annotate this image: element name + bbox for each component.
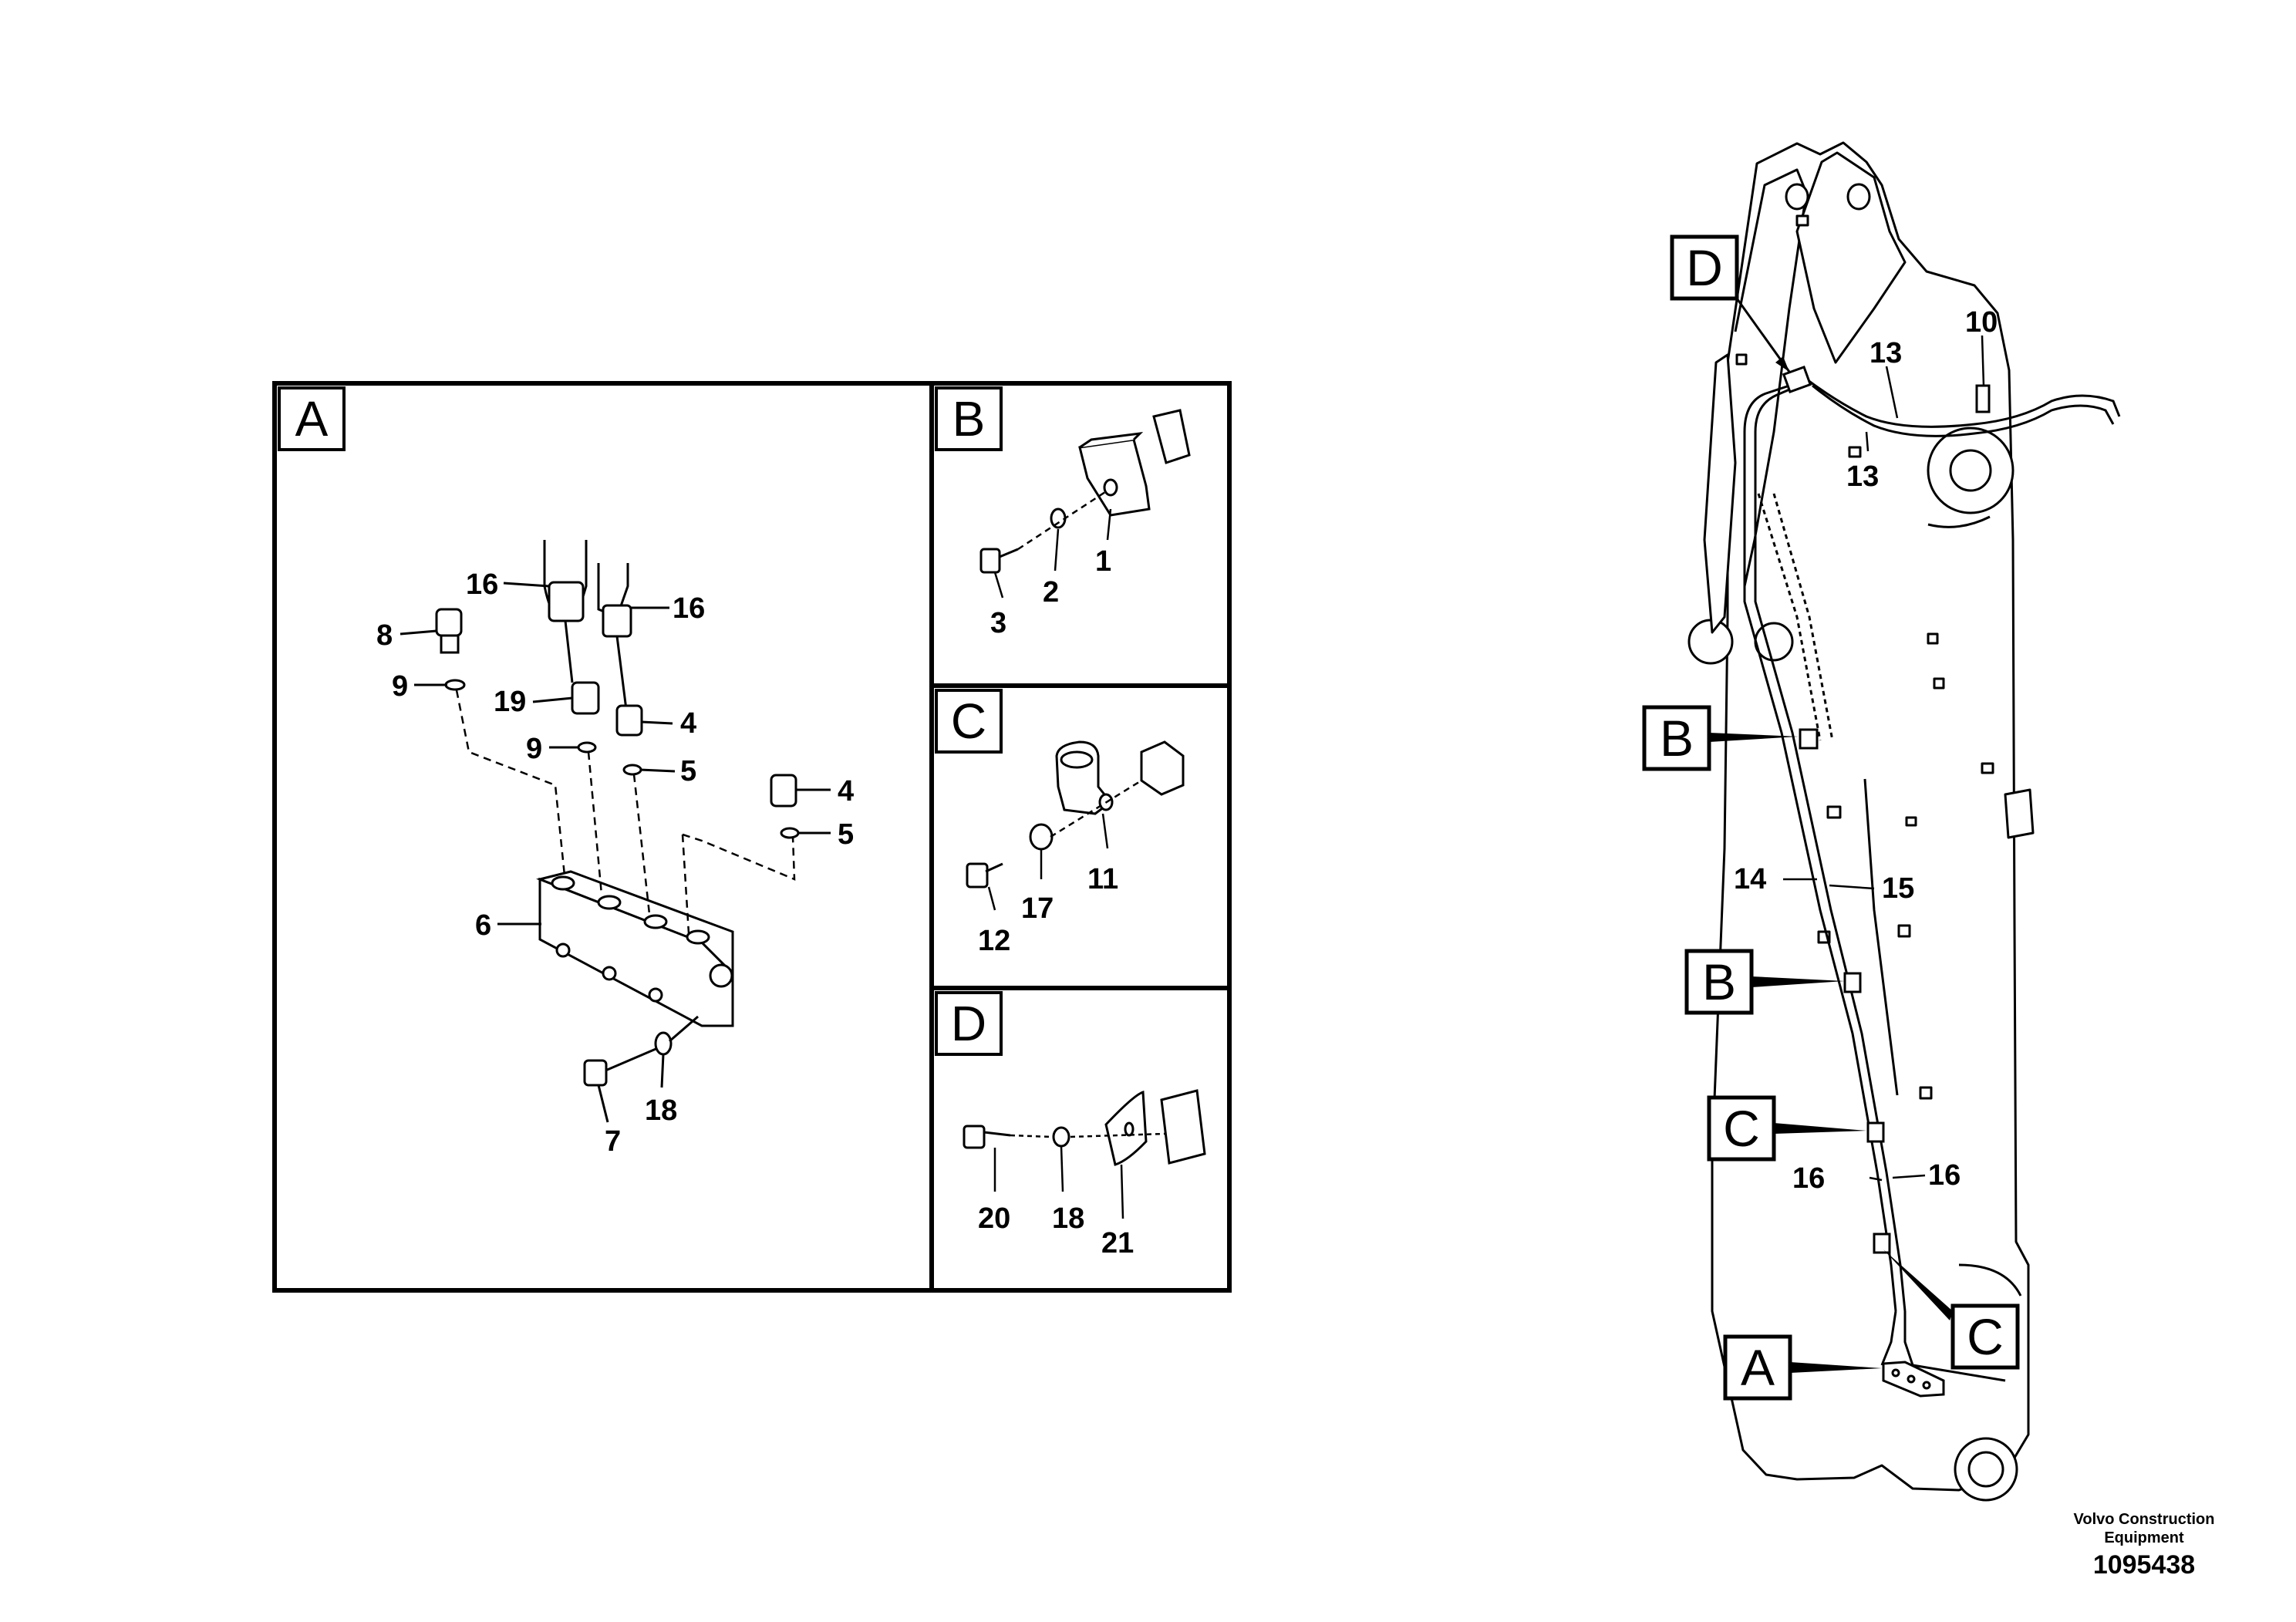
label-5-b: 5 [838,818,854,851]
boom-labels: 10 13 13 14 15 16 16 [1734,306,1998,1195]
svg-text:C: C [951,693,986,749]
callout-a: A [1723,1334,1882,1401]
panel-b-drawing [979,409,1191,574]
boom-leaders [1783,335,1985,1182]
label-4-b: 4 [838,775,854,808]
label-1: 1 [1095,545,1111,578]
label-9-b: 9 [526,733,542,765]
label-13-b: 13 [1846,460,1879,493]
svg-text:B: B [1702,953,1736,1010]
label-6: 6 [475,909,491,942]
callout-d: D [1670,234,1791,373]
svg-text:D: D [951,996,986,1051]
callout-b-lower: B [1684,949,1845,1015]
label-18: 18 [645,1094,677,1127]
label-12: 12 [978,925,1010,957]
label-18-d: 18 [1052,1202,1084,1235]
svg-text:B: B [1660,710,1694,767]
label-10: 10 [1965,306,1998,339]
callout-b-upper: B [1642,705,1799,771]
svg-text:A: A [1741,1339,1775,1396]
label-15: 15 [1882,872,1914,905]
label-21: 21 [1101,1227,1134,1259]
svg-text:D: D [1686,239,1723,296]
label-3: 3 [990,607,1006,639]
label-16-boom-b: 16 [1928,1159,1961,1192]
panel-a-drawing [435,540,800,1087]
svg-text:B: B [952,391,986,447]
panel-d-leaders [993,1132,1165,1219]
panel-c-labels: 11 17 12 [978,863,1118,957]
svg-text:C: C [1723,1100,1760,1157]
panel-b-leaders [993,489,1112,599]
boom-outline [1687,141,2035,1502]
label-9-a: 9 [392,670,408,703]
panel-d-labels: 20 18 21 [978,1202,1134,1259]
panel-b-letter-box: B [935,386,1003,451]
panel-a-leaders [400,582,831,1123]
label-13-a: 13 [1870,337,1902,369]
boom-hose-clamps [1782,366,1991,1398]
label-5-a: 5 [680,755,696,787]
panel-a-letter-box: A [278,386,346,451]
label-16-a: 16 [466,568,498,601]
manufacturer-name: Volvo Construction Equipment [2073,1511,2215,1546]
label-20: 20 [978,1202,1010,1235]
svg-text:C: C [1967,1308,2004,1365]
detail-frame [272,381,1232,1293]
boom-hoses [1743,376,2121,1366]
callout-c-lower: C [1883,1249,2020,1370]
label-16-b: 16 [673,592,705,625]
label-16-boom-a: 16 [1792,1162,1825,1195]
panel-d-letter-box: D [935,991,1003,1056]
panel-a-labels: 16 16 8 9 19 4 9 5 4 5 6 18 7 [376,568,854,1158]
label-19: 19 [494,686,526,718]
panel-c-leaders [987,779,1142,911]
label-11: 11 [1087,863,1118,895]
panel-c-drawing [966,740,1185,889]
label-14: 14 [1734,863,1766,895]
svg-text:A: A [295,391,329,447]
label-7: 7 [605,1125,621,1158]
panel-b-labels: 1 2 3 [990,545,1111,639]
panel-d-drawing [963,1089,1206,1166]
panel-c-letter-box: C [935,689,1003,754]
label-4-a: 4 [680,707,696,740]
panel-a-dashed-lines [455,690,796,934]
label-17: 17 [1021,892,1054,925]
drawing-number: 1095438 [2092,1550,2196,1580]
label-8: 8 [376,619,393,652]
label-2: 2 [1043,576,1059,609]
callout-c-upper: C [1707,1095,1866,1162]
